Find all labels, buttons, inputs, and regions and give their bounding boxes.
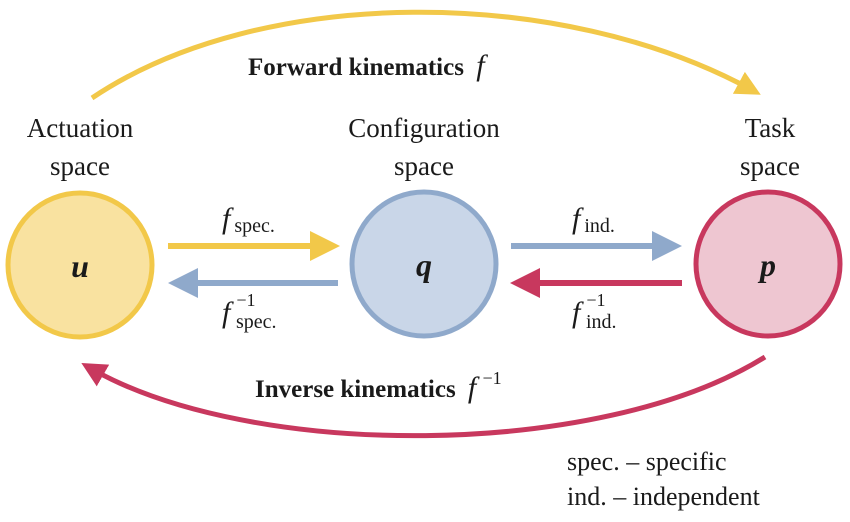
- ind-inverse-arrow: [510, 268, 682, 298]
- forward-kinematics-arrow: [90, 9, 761, 101]
- ind-forward-label: f ind.: [572, 202, 615, 237]
- spec-forward-arrow: [168, 231, 340, 261]
- ind-forward-arrow: [511, 231, 682, 261]
- task-symbol: p: [757, 247, 776, 283]
- actuation-space-node: [5, 190, 155, 340]
- forward-kinematics-label: Forward kinematics f: [248, 49, 488, 82]
- spec-inverse-sub: spec.: [236, 311, 277, 333]
- legend-ind: ind. – independent: [567, 482, 761, 511]
- configuration-space-node: [349, 189, 499, 339]
- inverse-kinematics-arrow: [81, 354, 767, 439]
- configuration-space-label: Configuration: [348, 113, 500, 143]
- actuation-symbol: u: [71, 248, 89, 284]
- inverse-kinematics-label: Inverse kinematics f −1: [255, 368, 502, 404]
- configuration-symbol: q: [416, 247, 432, 283]
- task-space-label: Task: [745, 113, 796, 143]
- actuation-space-label-2: space: [50, 151, 110, 181]
- spec-forward-label: f spec.: [222, 202, 275, 237]
- configuration-space-label-2: space: [394, 151, 454, 181]
- task-space-node: [693, 189, 843, 339]
- actuation-space-label: Actuation: [27, 113, 134, 143]
- task-space-label-2: space: [740, 151, 800, 181]
- ind-inverse-sub: ind.: [586, 311, 617, 333]
- spec-inverse-arrow: [168, 268, 338, 298]
- legend-spec: spec. – specific: [567, 447, 727, 476]
